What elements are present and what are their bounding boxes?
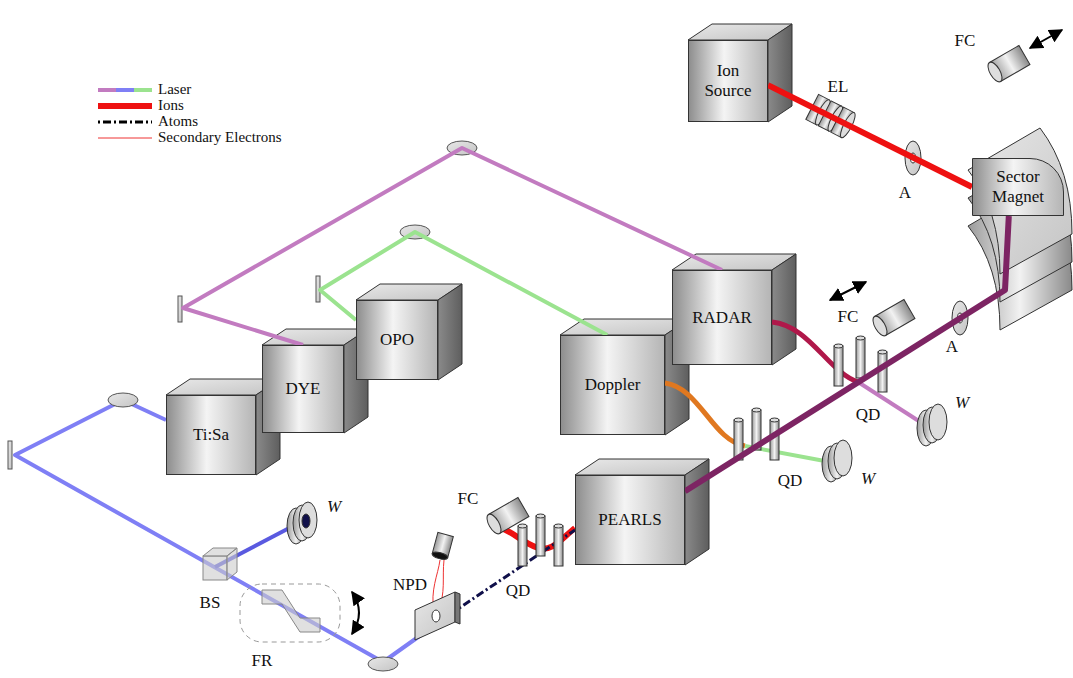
part-label: NPD (391, 575, 429, 594)
drawing-part (240, 584, 340, 642)
drawing-part (302, 514, 310, 528)
box-title: PEARLS (598, 510, 661, 530)
part-label: FC (456, 489, 481, 508)
box-title: OPO (380, 330, 414, 350)
device-box: OPO (356, 300, 438, 380)
drawing-part (1030, 30, 1062, 48)
part-label: QD (854, 405, 883, 424)
device-box: DYE (262, 345, 344, 433)
legend-text: Laser (158, 82, 191, 97)
drawing-part (431, 551, 448, 561)
box-face (768, 24, 792, 122)
legend-sample (98, 103, 152, 109)
drawing-part (455, 592, 460, 624)
drawing-part (554, 524, 563, 528)
drawing-part (834, 344, 843, 348)
quadrupole-rod (518, 336, 887, 566)
legend-sample (98, 121, 152, 124)
device-box: RADAR (672, 270, 772, 365)
drawing-part (734, 418, 743, 422)
part-label: A (897, 183, 913, 202)
box-title: Doppler (585, 375, 641, 395)
laser-beam (15, 322, 925, 662)
drawing-part (203, 556, 227, 580)
drawing-part (770, 418, 779, 422)
drawing-part (856, 336, 865, 340)
legend-sample (98, 88, 116, 92)
box-title: RADAR (692, 308, 752, 328)
drawing-part (15, 400, 435, 662)
part-label: BS (198, 593, 223, 612)
legend-text: Ions (158, 98, 184, 113)
legend-samples (98, 90, 152, 138)
drawing-part (985, 45, 1030, 84)
drawing-part (431, 532, 453, 560)
drawing-part (665, 383, 745, 446)
box-title: DYE (286, 379, 321, 399)
drawing-part (752, 408, 761, 412)
part-label: W (953, 393, 971, 412)
legend-sample (134, 88, 152, 92)
drawing-part (262, 590, 320, 632)
device-box: Ti:Sa (166, 395, 256, 475)
drawing-part (834, 346, 843, 386)
part-label: FR (250, 651, 275, 670)
drawing-part (203, 548, 237, 580)
box-title: Ti:Sa (193, 425, 229, 445)
device-box: Ion Source (688, 40, 768, 122)
part-label: W (325, 497, 343, 516)
drawing-part (554, 526, 563, 566)
drawing-part (518, 526, 527, 566)
part-label: FC (836, 307, 861, 326)
device-box: PEARLS (575, 475, 685, 565)
device-box: Doppler (560, 335, 665, 435)
drawing-part (484, 497, 529, 536)
drawing-part (8, 441, 12, 469)
drawing-part (352, 592, 359, 634)
faraday-cup (484, 30, 1062, 536)
drawing-part (870, 314, 890, 338)
drawing-part (415, 592, 455, 640)
drawing-part (830, 282, 866, 300)
sector-magnet (968, 128, 1072, 330)
laser-beam (183, 148, 722, 345)
box-title: Sector Magnet (979, 167, 1057, 206)
fresnel-rhomb (240, 584, 359, 642)
part-label: EL (826, 77, 851, 96)
drawing-part (536, 516, 545, 556)
legend-sample (98, 138, 152, 139)
box-title: Ion Source (695, 61, 761, 100)
drawing-part (108, 393, 138, 407)
drawing-part (929, 404, 947, 440)
part-label: FC (953, 31, 978, 50)
drawing-part (518, 524, 527, 528)
drawing-part (299, 502, 317, 538)
part-label: QD (776, 471, 805, 490)
beam-splitter (203, 548, 237, 580)
drawing-part (878, 350, 887, 354)
part-label: QD (504, 581, 533, 600)
drawing-part (985, 60, 1005, 84)
part-label: A (944, 337, 960, 356)
drawing-part (856, 338, 865, 378)
drawing-part (536, 514, 545, 518)
drawing-part (870, 299, 915, 338)
mirror (8, 141, 477, 671)
part-label: W (859, 469, 877, 488)
drawing-part (432, 610, 440, 622)
box-face (772, 254, 796, 365)
drawing-part (834, 440, 852, 476)
ion-beam (768, 85, 972, 187)
drawing-part (772, 322, 858, 382)
legend-text: Atoms (158, 114, 198, 129)
box-face (438, 284, 462, 380)
magnet-label-box: Sector Magnet (972, 158, 1064, 216)
drawing-part (368, 657, 398, 671)
drawing-part (968, 128, 1072, 274)
legend-sample (116, 88, 134, 92)
drawing-part (484, 512, 504, 536)
legend-text: Secondary Electrons (158, 130, 282, 145)
